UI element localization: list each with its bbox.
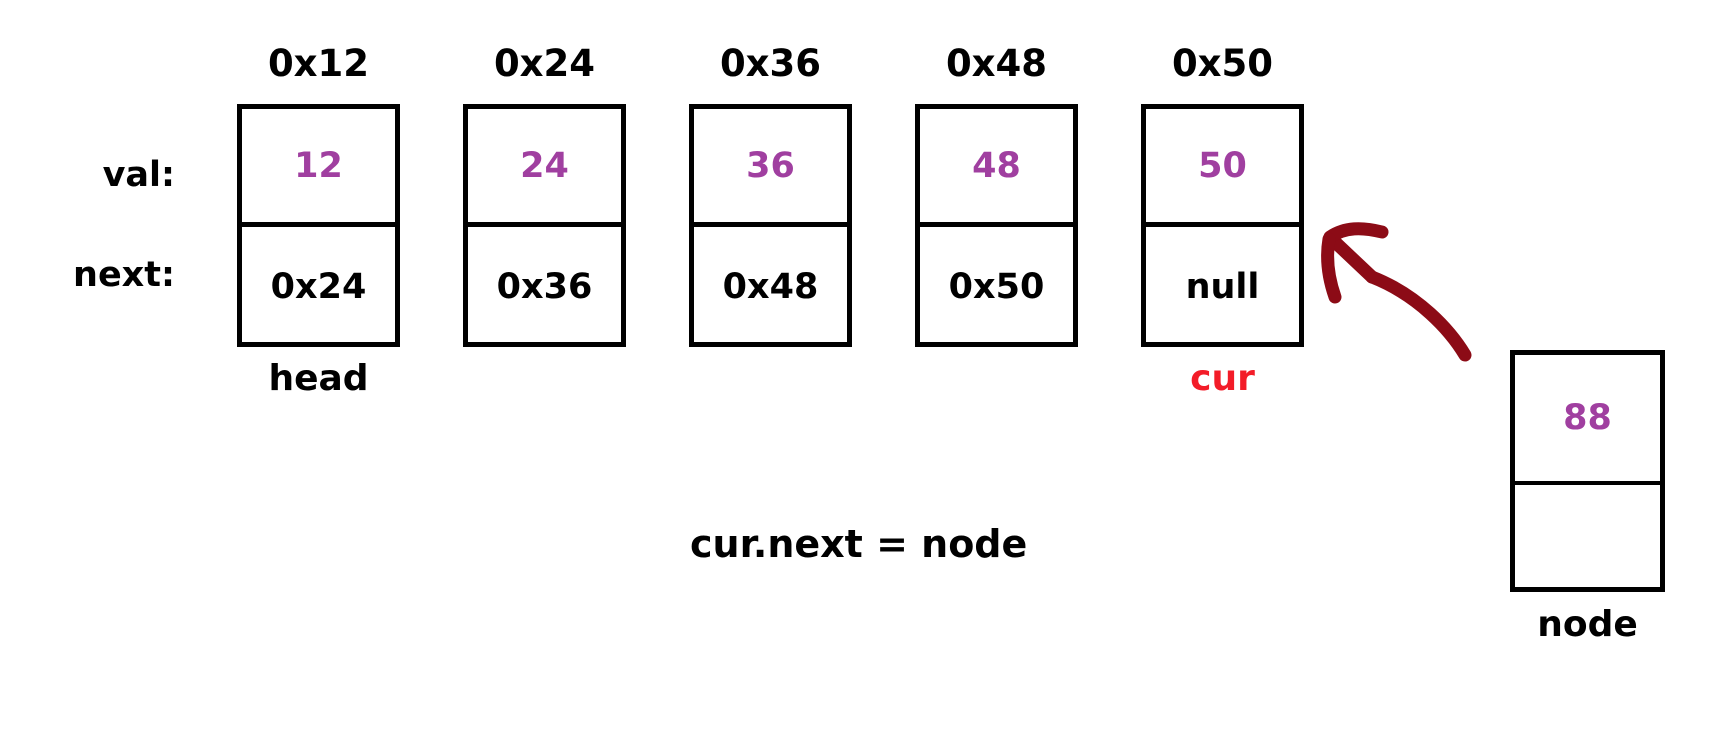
new-node-next bbox=[1515, 485, 1660, 587]
row-label-next: next: bbox=[73, 255, 175, 295]
node-next-0: 0x24 bbox=[270, 267, 367, 307]
node-val-1: 24 bbox=[468, 109, 621, 227]
node-val-3: 48 bbox=[920, 109, 1073, 227]
node-next-3: 0x50 bbox=[948, 267, 1045, 307]
node-val-4: 50 bbox=[1146, 109, 1299, 227]
list-node-4: 50 null bbox=[1141, 104, 1304, 347]
node-address-2: 0x36 bbox=[719, 42, 822, 85]
node-address-0: 0x12 bbox=[267, 42, 370, 85]
pointer-label-node: node bbox=[1537, 604, 1638, 645]
node-address-4: 0x50 bbox=[1171, 42, 1274, 85]
node-next-1: 0x36 bbox=[496, 267, 593, 307]
node-val-0: 12 bbox=[242, 109, 395, 227]
node-next-4: null bbox=[1185, 267, 1260, 307]
pointer-label-head: head bbox=[268, 358, 369, 399]
row-label-val: val: bbox=[102, 155, 175, 195]
list-node-1: 24 0x36 bbox=[463, 104, 626, 347]
node-next-2: 0x48 bbox=[722, 267, 819, 307]
list-node-2: 36 0x48 bbox=[689, 104, 852, 347]
node-address-3: 0x48 bbox=[945, 42, 1048, 85]
node-val-2: 36 bbox=[694, 109, 847, 227]
new-node-val: 88 bbox=[1515, 355, 1660, 485]
new-node-box: 88 bbox=[1510, 350, 1665, 592]
list-node-3: 48 0x50 bbox=[915, 104, 1078, 347]
code-caption: cur.next = node bbox=[690, 522, 1028, 566]
list-node-0: 12 0x24 bbox=[237, 104, 400, 347]
node-address-1: 0x24 bbox=[493, 42, 596, 85]
curved-arrow-icon bbox=[1321, 222, 1472, 362]
pointer-label-cur: cur bbox=[1190, 358, 1255, 399]
